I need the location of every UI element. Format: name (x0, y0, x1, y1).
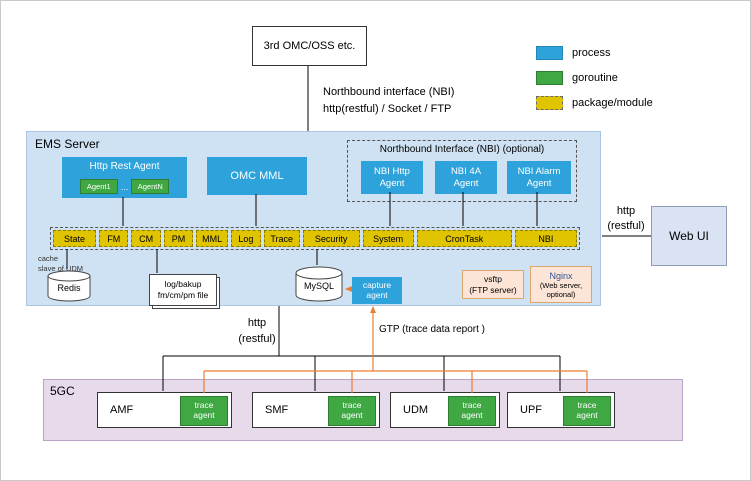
legend-item-goroutine: goroutine (536, 71, 653, 85)
module-trace: Trace (263, 230, 300, 247)
capture-agent-box: capture agent (352, 277, 402, 304)
fivegc-group: 5GC AMF trace agent SMF trace agent UDM … (43, 379, 683, 441)
gtp-label: GTP (trace data report ) (379, 324, 485, 335)
module-crontask: CronTask (416, 230, 512, 247)
http-restful-label: http (restful) (238, 317, 276, 345)
omc-mml-box: OMC MML (207, 157, 307, 195)
vsftp-box: vsftp (FTP server) (462, 270, 524, 299)
http-rest-agent-box: Http Rest Agent Agent1 ... AgentN (62, 157, 187, 198)
goroutine-label: goroutine (572, 72, 618, 84)
node-smf: SMF trace agent (252, 392, 380, 428)
agent-chip-row: Agent1 ... AgentN (66, 179, 183, 194)
legend-item-process: process (536, 46, 653, 60)
nbi-group: Northbound Interface (NBI) (optional) NB… (347, 140, 577, 202)
agent-ellipsis: ... (120, 181, 129, 192)
amf-trace-agent: trace agent (180, 396, 228, 426)
nbi-interface-label: Northbound interface (NBI) http(restful)… (323, 86, 455, 115)
module-fm: FM (99, 230, 129, 247)
web-ui-box: Web UI (651, 206, 727, 266)
module-row: State FM CM PM MML Log Trace Security Sy… (50, 227, 580, 250)
nginx-label: Nginx (549, 270, 573, 281)
node-udm: UDM trace agent (390, 392, 500, 428)
ems-server-title: EMS Server (35, 137, 100, 151)
nginx-box: Nginx (Web server, optional) (530, 266, 592, 303)
http-rest-agent-label: Http Rest Agent (89, 161, 160, 172)
nbi-4a-agent-box: NBI 4A Agent (435, 161, 497, 194)
cylinder-icon (295, 266, 343, 302)
cylinder-icon (47, 270, 91, 302)
module-swatch (536, 96, 563, 110)
upf-trace-agent: trace agent (563, 396, 611, 426)
nginx-note: (Web server, optional) (539, 280, 583, 299)
nbi-http-agent-box: NBI Http Agent (361, 161, 423, 194)
amf-label: AMF (110, 404, 134, 416)
external-omc-box: 3rd OMC/OSS etc. (252, 26, 367, 66)
upf-label: UPF (520, 404, 542, 416)
node-amf: AMF trace agent (97, 392, 232, 428)
node-upf: UPF trace agent (507, 392, 615, 428)
process-label: process (572, 47, 611, 59)
nbi-group-title: Northbound Interface (NBI) (optional) (379, 144, 545, 155)
module-log: Log (231, 230, 261, 247)
module-nbi: NBI (514, 230, 577, 247)
agentn-chip: AgentN (131, 179, 170, 194)
goroutine-swatch (536, 71, 563, 85)
udm-trace-agent: trace agent (448, 396, 496, 426)
agent1-chip: Agent1 (79, 179, 118, 194)
nbi-alarm-agent-box: NBI Alarm Agent (507, 161, 571, 194)
redis-note: cache slave of UDM (38, 254, 84, 273)
smf-trace-agent: trace agent (328, 396, 376, 426)
udm-label: UDM (403, 404, 429, 416)
module-system: System (362, 230, 414, 247)
fivegc-title: 5GC (50, 384, 75, 398)
process-swatch (536, 46, 563, 60)
webui-link-label: http (restful) (607, 205, 645, 232)
module-state: State (53, 230, 97, 247)
log-backup-files: log/bakup fm/cm/pm file (149, 274, 217, 306)
module-pm: PM (163, 230, 194, 247)
redis-db: Redis (47, 270, 91, 302)
legend: process goroutine package/module (536, 46, 653, 110)
module-mml: MML (196, 230, 229, 247)
module-security: Security (302, 230, 360, 247)
module-label: package/module (572, 97, 653, 109)
module-cm: CM (131, 230, 161, 247)
redis-label: Redis (57, 283, 81, 293)
smf-label: SMF (265, 404, 289, 416)
legend-item-module: package/module (536, 96, 653, 110)
ems-server-group: EMS Server Http Rest Agent Agent1 ... Ag… (26, 131, 601, 306)
mysql-db: MySQL (295, 266, 343, 302)
mysql-label: MySQL (303, 281, 334, 291)
